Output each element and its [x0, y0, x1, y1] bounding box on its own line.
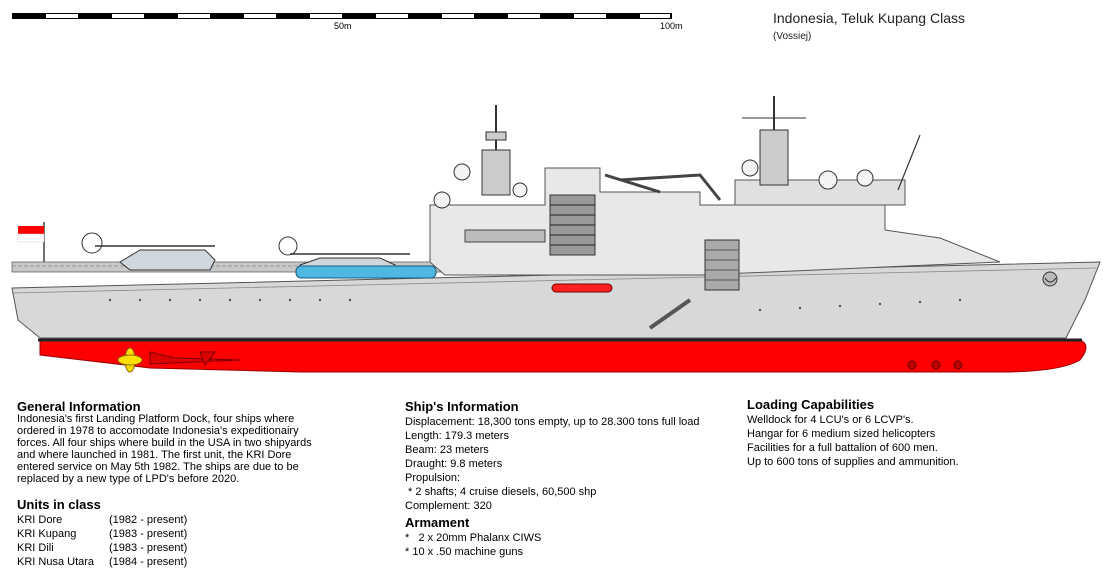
general-info-line: ordered in 1978 to accomodate Indonesia'… — [17, 425, 299, 437]
unit-name: KRI Dili — [17, 542, 54, 554]
ship-info-line: Length: 179.3 meters — [405, 430, 509, 442]
hull-underwater — [39, 339, 1087, 373]
ship-info-line: Beam: 23 meters — [405, 444, 489, 456]
unit-name: KRI Nusa Utara — [17, 556, 95, 568]
loading-line: Welldock for 4 LCU's or 6 LCVP's. — [747, 414, 914, 426]
radar-domes — [433, 159, 874, 209]
scale-label-100m: 100m — [660, 21, 683, 31]
general-info-heading: General Information — [17, 399, 141, 414]
loading-line: Hangar for 6 medium sized helicopters — [747, 428, 936, 440]
general-info-line: replaced by a new type of LPD's before 2… — [17, 473, 240, 485]
armament-line: * 2 x 20mm Phalanx CIWS — [405, 532, 542, 544]
helicopter-aft — [81, 232, 216, 271]
scale-bar — [12, 12, 672, 20]
unit-name: KRI Kupang — [17, 528, 77, 540]
ship-info-line: Draught: 9.8 meters — [405, 458, 503, 470]
units-list: KRI Dore (1982 - present) KRI Kupang (19… — [17, 514, 277, 574]
list-item: KRI Dili (1983 - present) — [17, 542, 187, 554]
ship-info-heading: Ship's Information — [405, 399, 519, 414]
unit-years: (1983 - present) — [109, 528, 188, 540]
scale-bar-graphic — [12, 13, 672, 19]
hull-upper — [11, 261, 1101, 339]
deck-cranes — [604, 173, 722, 201]
drawing-title: Indonesia, Teluk Kupang Class — [773, 10, 965, 26]
list-item: KRI Kupang (1983 - present) — [17, 528, 187, 540]
unit-years: (1983 - present) — [109, 542, 188, 554]
units-heading: Units in class — [17, 497, 101, 512]
general-info-line: Indonesia's first Landing Platform Dock,… — [17, 413, 295, 425]
bow-thrusters — [907, 360, 963, 370]
ship-info-text: Displacement: 18,300 tons empty, up to 2… — [405, 415, 700, 513]
loading-text: Welldock for 4 LCU's or 6 LCVP's. Hangar… — [747, 413, 959, 469]
armament-text: * 2 x 20mm Phalanx CIWS * 10 x .50 machi… — [405, 531, 541, 559]
ship-info-line: Complement: 320 — [405, 500, 492, 512]
general-info-line: and where launched in 1981. The first un… — [17, 449, 292, 461]
ship-info-line: Propulsion: — [405, 472, 461, 484]
forward-mast — [742, 96, 806, 186]
drawing-author: (Vossiej) — [773, 31, 812, 42]
anchor-icon — [1042, 271, 1058, 287]
unit-years: (1984 - present) — [109, 556, 188, 568]
general-info-line: entered service on May 5th 1982. The shi… — [17, 461, 299, 473]
ship-info-line: * 2 shafts; 4 cruise diesels, 60,500 shp — [405, 486, 597, 498]
main-mast — [481, 105, 511, 196]
general-info-line: forces. All four ships where build in th… — [17, 437, 312, 449]
ship-info-line: Displacement: 18,300 tons empty, up to 2… — [405, 416, 700, 428]
propeller — [117, 347, 241, 373]
list-item: KRI Nusa Utara (1984 - present) — [17, 556, 187, 568]
list-item: KRI Dore (1982 - present) — [17, 514, 187, 526]
unit-years: (1982 - present) — [109, 514, 188, 526]
loading-heading: Loading Capabilities — [747, 397, 875, 412]
unit-name: KRI Dore — [17, 514, 63, 526]
general-info-text: Indonesia's first Landing Platform Dock,… — [17, 413, 312, 485]
loading-line: Up to 600 tons of supplies and ammunitio… — [747, 456, 959, 468]
armament-line: * 10 x .50 machine guns — [405, 546, 524, 558]
ship-profile-drawing — [11, 96, 1101, 373]
indonesian-flag — [17, 222, 45, 262]
loading-line: Facilities for a full battalion of 600 m… — [747, 442, 938, 454]
armament-heading: Armament — [405, 515, 470, 530]
helicopter-fwd — [278, 236, 437, 279]
scale-label-50m: 50m — [334, 21, 352, 31]
portholes — [108, 298, 962, 312]
